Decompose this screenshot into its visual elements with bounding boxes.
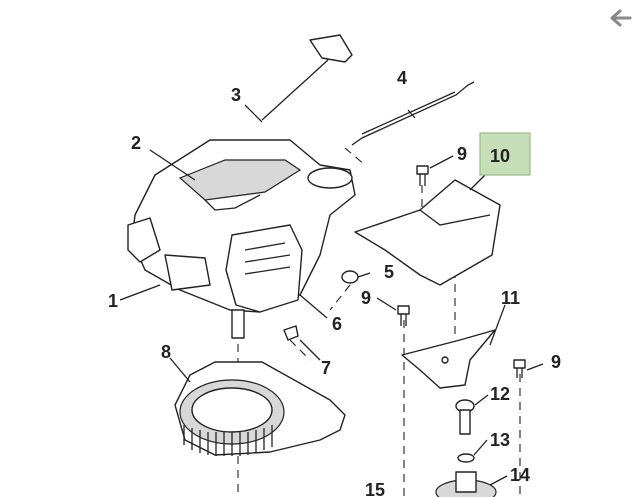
bolt-upper <box>416 165 429 186</box>
part-10-highlight[interactable] <box>479 132 531 176</box>
back-arrow-icon[interactable] <box>610 9 632 27</box>
callout-8[interactable]: 8 <box>161 342 171 362</box>
bracket <box>401 329 496 389</box>
key <box>283 325 299 341</box>
washer-13 <box>457 453 475 463</box>
pulley-14 <box>435 471 497 497</box>
callout-4[interactable]: 4 <box>397 68 407 88</box>
fan-shroud <box>174 361 346 456</box>
callout-10[interactable]: 10 <box>490 146 510 166</box>
callout-11[interactable]: 11 <box>501 288 520 308</box>
callout-12[interactable]: 12 <box>490 384 510 404</box>
bolt-12 <box>455 399 475 435</box>
callout-6[interactable]: 6 <box>332 314 342 334</box>
callout-13[interactable]: 13 <box>490 430 510 450</box>
engine <box>127 139 356 339</box>
heat-shield <box>354 179 501 286</box>
callout-7[interactable]: 7 <box>321 358 331 378</box>
starter-rope-handle <box>261 34 353 121</box>
nut <box>341 270 359 284</box>
callout-9-upper[interactable]: 9 <box>457 144 467 164</box>
callout-9-right[interactable]: 9 <box>551 352 561 372</box>
callout-2[interactable]: 2 <box>131 133 141 153</box>
callout-9-middle[interactable]: 9 <box>361 288 371 308</box>
bolt-middle <box>397 305 410 326</box>
callout-5[interactable]: 5 <box>384 262 394 282</box>
linkage-rod <box>351 81 475 146</box>
leader-lines <box>119 104 544 486</box>
callout-3[interactable]: 3 <box>231 85 241 105</box>
callout-15[interactable]: 15 <box>365 480 385 497</box>
callout-14[interactable]: 14 <box>510 465 530 485</box>
callout-1[interactable]: 1 <box>108 291 118 311</box>
bolt-right <box>513 359 526 378</box>
